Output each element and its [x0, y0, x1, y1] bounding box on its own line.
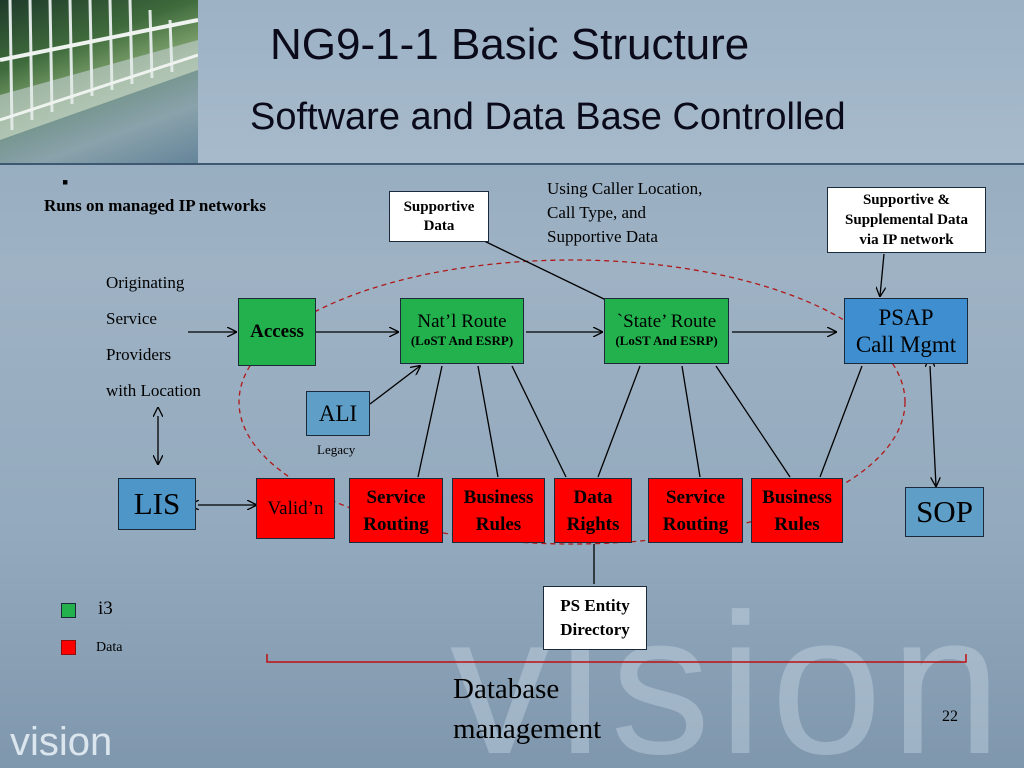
- line-natl-data: [511, 365, 567, 478]
- caller-location-line-1: Using Caller Location,: [547, 179, 703, 198]
- ali-legacy-label: Legacy: [317, 442, 356, 457]
- validation-label: Valid’n: [267, 497, 324, 519]
- state-route-sub: (LoST And ESRP): [615, 333, 718, 348]
- data-rights-box: Data Rights: [554, 478, 632, 543]
- supportive-data-line-1: Supportive: [403, 198, 475, 215]
- legend-swatch-data: [61, 640, 76, 655]
- supplemental-line-3: via IP network: [859, 232, 954, 248]
- service-routing-box-1: Service Routing: [349, 478, 443, 543]
- access-box: Access: [238, 298, 316, 366]
- ali-label: ALI: [318, 400, 358, 426]
- business-rules-2-line-1: Business: [762, 486, 832, 508]
- legend-swatch-i3: [61, 603, 76, 618]
- business-rules-box-1: Business Rules: [452, 478, 545, 543]
- dashed-boundary-ellipse: [238, 259, 906, 545]
- data-rights-line-2: Rights: [566, 513, 620, 535]
- ps-entity-directory-box: PS Entity Directory: [543, 586, 647, 650]
- watermark-vision-large: vision: [450, 573, 1010, 768]
- ali-box: ALI: [306, 391, 370, 436]
- state-route-label: `State’ Route: [616, 311, 717, 332]
- caller-location-line-2: Call Type, and: [547, 203, 647, 222]
- supportive-data-box: Supportive Data: [389, 191, 489, 242]
- service-routing-1-line-1: Service: [366, 486, 426, 508]
- service-routing-2-line-2: Routing: [662, 513, 729, 535]
- line-natl-service: [417, 365, 443, 478]
- service-routing-1-line-2: Routing: [363, 513, 429, 535]
- ps-entity-line-1: PS Entity: [560, 596, 630, 615]
- business-rules-1-line-1: Business: [463, 486, 534, 508]
- data-rights-line-1: Data: [573, 486, 613, 508]
- database-management-line-1: Database: [453, 673, 560, 705]
- database-management-line-2: management: [453, 713, 602, 745]
- database-bracket: [266, 654, 967, 663]
- legend-label-i3: i3: [98, 598, 113, 619]
- line-state-business: [715, 365, 791, 478]
- service-routing-2-line-1: Service: [665, 486, 726, 508]
- slide-subtitle: Software and Data Base Controlled: [250, 96, 846, 138]
- supplemental-line-2: Supplemental Data: [845, 212, 968, 228]
- supplemental-data-box: Supportive & Supplemental Data via IP ne…: [827, 187, 986, 253]
- originating-line-2: Service: [106, 309, 157, 328]
- line-state-service: [681, 365, 701, 478]
- psap-line-2: Call Mgmt: [855, 332, 957, 357]
- bridge-railing-graphic: [0, 0, 198, 163]
- arrow-ali-to-natl: [369, 366, 420, 405]
- state-route-box: `State’ Route (LoST And ESRP): [604, 298, 729, 364]
- line-supportive-to-state: [477, 237, 607, 301]
- bridge-photo: [0, 0, 198, 163]
- bullet-marker: ▪: [62, 172, 69, 192]
- line-natl-business: [477, 365, 499, 478]
- validation-box: Valid’n: [256, 478, 335, 539]
- service-routing-box-2: Service Routing: [648, 478, 743, 543]
- brand-vision-logo: vision: [10, 720, 113, 764]
- psap-box: PSAP Call Mgmt: [844, 298, 968, 364]
- originating-line-4: with Location: [106, 381, 201, 400]
- originating-line-3: Providers: [106, 345, 172, 364]
- bullet-text: Runs on managed IP networks: [44, 196, 266, 215]
- page-number: 22: [942, 708, 958, 725]
- caller-location-line-3: Supportive Data: [547, 227, 658, 246]
- natl-route-box: Nat’l Route (LoST And ESRP): [400, 298, 524, 364]
- line-state-data: [597, 365, 641, 478]
- sop-label: SOP: [916, 494, 973, 529]
- sop-box: SOP: [905, 487, 984, 537]
- lis-box: LIS: [118, 478, 196, 530]
- natl-route-label: Nat’l Route: [417, 311, 507, 332]
- legend-label-data: Data: [96, 640, 123, 655]
- ps-entity-line-2: Directory: [560, 620, 630, 639]
- arrow-psap-sop: [930, 366, 936, 486]
- supplemental-line-1: Supportive &: [862, 192, 951, 208]
- supportive-data-line-2: Data: [423, 217, 455, 234]
- business-rules-2-line-2: Rules: [774, 513, 820, 535]
- natl-route-sub: (LoST And ESRP): [410, 333, 514, 348]
- lis-label: LIS: [133, 486, 181, 521]
- business-rules-box-2: Business Rules: [751, 478, 843, 543]
- psap-line-1: PSAP: [878, 305, 934, 330]
- originating-line-1: Originating: [106, 273, 185, 292]
- business-rules-1-line-2: Rules: [475, 513, 522, 535]
- access-label: Access: [250, 321, 304, 342]
- arrow-supplemental-to-psap: [880, 253, 884, 296]
- slide-title: NG9-1-1 Basic Structure: [270, 20, 750, 69]
- line-psap-business: [819, 365, 863, 478]
